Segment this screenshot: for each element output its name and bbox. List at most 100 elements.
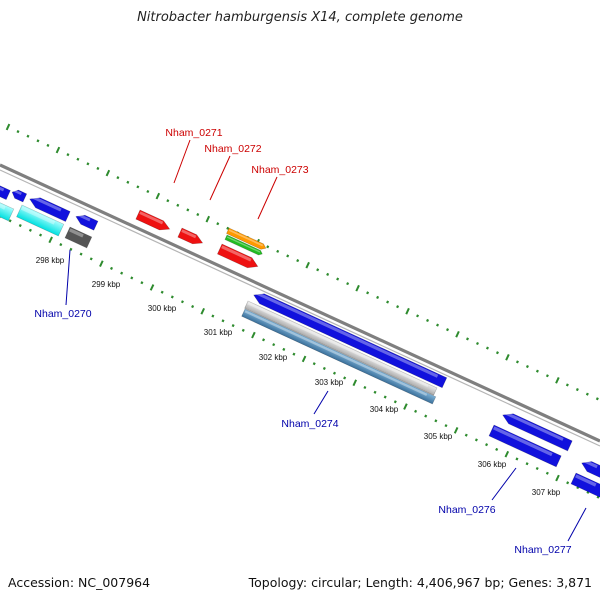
tick-dot-outer (376, 295, 380, 299)
gene-nham-0270-shape (64, 226, 93, 249)
gene-blue-left-c-highlight (31, 195, 62, 212)
tick-dot-outer (66, 153, 70, 157)
gene-cyan-a (0, 198, 15, 222)
tick-dot-outer (485, 346, 489, 350)
tick-dot-outer (36, 139, 40, 143)
tick-dot-inner (535, 466, 539, 471)
tick-dot-inner (79, 252, 83, 256)
tick-dot-outer (266, 245, 270, 249)
leader-nham-0277 (567, 507, 587, 542)
tick-dot-inner (120, 271, 124, 275)
leader-nham-0270 (65, 249, 71, 306)
tick-dot-outer (416, 314, 420, 318)
gene-nham-0273-highlight (221, 245, 252, 262)
tick-dot-inner (221, 319, 225, 323)
backbone-shadow (0, 169, 600, 447)
tick-dot-outer (426, 318, 430, 323)
tick-label-306: 306 kbp (478, 460, 507, 469)
gene-label-nham-0277: Nham_0277 (514, 544, 571, 556)
gene-cyan-b (16, 204, 65, 237)
tick-label-298: 298 kbp (36, 256, 65, 265)
gene-cyan-b-shape (16, 204, 65, 237)
leader-nham-0276 (491, 467, 517, 501)
leader-nham-0274 (313, 390, 329, 415)
tick-dot-outer (545, 374, 549, 378)
gene-nham-0271-highlight (139, 211, 164, 225)
gene-nham-0270-highlight (69, 228, 84, 238)
tick-dot-outer (126, 180, 130, 184)
tick-dot-outer (346, 282, 350, 286)
gene-nham-0272 (177, 227, 204, 245)
tick-dot-outer (96, 166, 100, 171)
tick-dot-outer (176, 203, 180, 207)
tick-dot-outer (326, 272, 330, 276)
tick-dot-outer (515, 360, 519, 364)
gene-orange-highlight (228, 229, 264, 247)
gene-blue-left-a (0, 182, 11, 201)
gene-green (224, 234, 263, 256)
tick-dot-inner (363, 385, 367, 390)
tick-dot-outer (86, 162, 90, 166)
tick-label-299: 299 kbp (92, 280, 121, 289)
gene-nham-0272-shape (177, 227, 204, 245)
tick-dot-inner (332, 371, 337, 375)
gene-blue-left-d-highlight (77, 213, 91, 222)
tick-dot-outer (316, 268, 320, 272)
tick-dot-inner (373, 390, 377, 394)
tick-dot-inner (8, 219, 12, 223)
gene-label-nham-0274: Nham_0274 (281, 418, 338, 430)
gene-nham-0274-highlight (244, 310, 428, 396)
gene-label-nham-0270: Nham_0270 (34, 308, 91, 320)
tick-dot-inner (241, 328, 245, 332)
gene-cyan-a-highlight (0, 200, 6, 210)
tick-dot-inner (39, 233, 43, 237)
tick-dot-outer (386, 300, 390, 304)
tick-dot-outer (555, 377, 560, 384)
gene-nham-0273-shape (217, 243, 259, 269)
gene-cyan-a-shape (0, 198, 15, 222)
tick-dot-inner (231, 324, 235, 328)
gene-blue-left-a-highlight (0, 184, 5, 192)
tick-label-302: 302 kbp (259, 353, 288, 362)
gene-nham-0274 (241, 308, 437, 405)
tick-dot-outer (465, 337, 469, 341)
backbone-layer (0, 163, 600, 447)
tick-dot-inner (555, 474, 560, 482)
tick-dot-outer (525, 364, 529, 369)
gene-nham-0274-top-highlight (255, 291, 439, 378)
tick-dot-outer (355, 284, 360, 292)
tick-dot-outer (26, 134, 30, 138)
tick-dot-outer (286, 254, 290, 258)
tick-dot-inner (272, 343, 276, 347)
gene-blue-right-a (502, 411, 573, 452)
tick-dot-inner (262, 338, 266, 342)
tick-dot-outer (146, 189, 150, 194)
tick-dot-inner (130, 276, 134, 280)
tick-dot-outer (166, 199, 170, 203)
gene-nham-0274-shape (241, 308, 437, 405)
tick-dot-inner (109, 266, 114, 270)
gene-blue-left-d-shape (75, 214, 99, 231)
tick-dot-outer (535, 369, 539, 373)
gene-green-shape (224, 234, 263, 256)
tick-dot-outer (475, 341, 479, 346)
tick-dot-outer (226, 226, 230, 230)
tick-dot-inner (485, 443, 489, 447)
tick-dot-outer (105, 169, 111, 177)
leader-nham-0271 (173, 139, 191, 184)
tick-dot-inner (383, 395, 387, 399)
gene-blue-left-a-shape (0, 182, 11, 201)
gene-label-nham-0273: Nham_0273 (251, 164, 308, 176)
gene-green-highlight (226, 236, 261, 253)
gene-blue-right-b (581, 459, 600, 479)
tick-dot-inner (140, 281, 144, 285)
tick-dot-inner (352, 379, 358, 387)
leader-nham-0272 (209, 155, 231, 201)
tick-dot-outer (116, 176, 120, 180)
tick-dot-inner (474, 438, 478, 442)
tick-dot-inner (48, 236, 53, 244)
gene-nham-0276-shape (488, 424, 562, 468)
backbone-line (0, 163, 600, 443)
tick-dot-inner (28, 228, 32, 232)
